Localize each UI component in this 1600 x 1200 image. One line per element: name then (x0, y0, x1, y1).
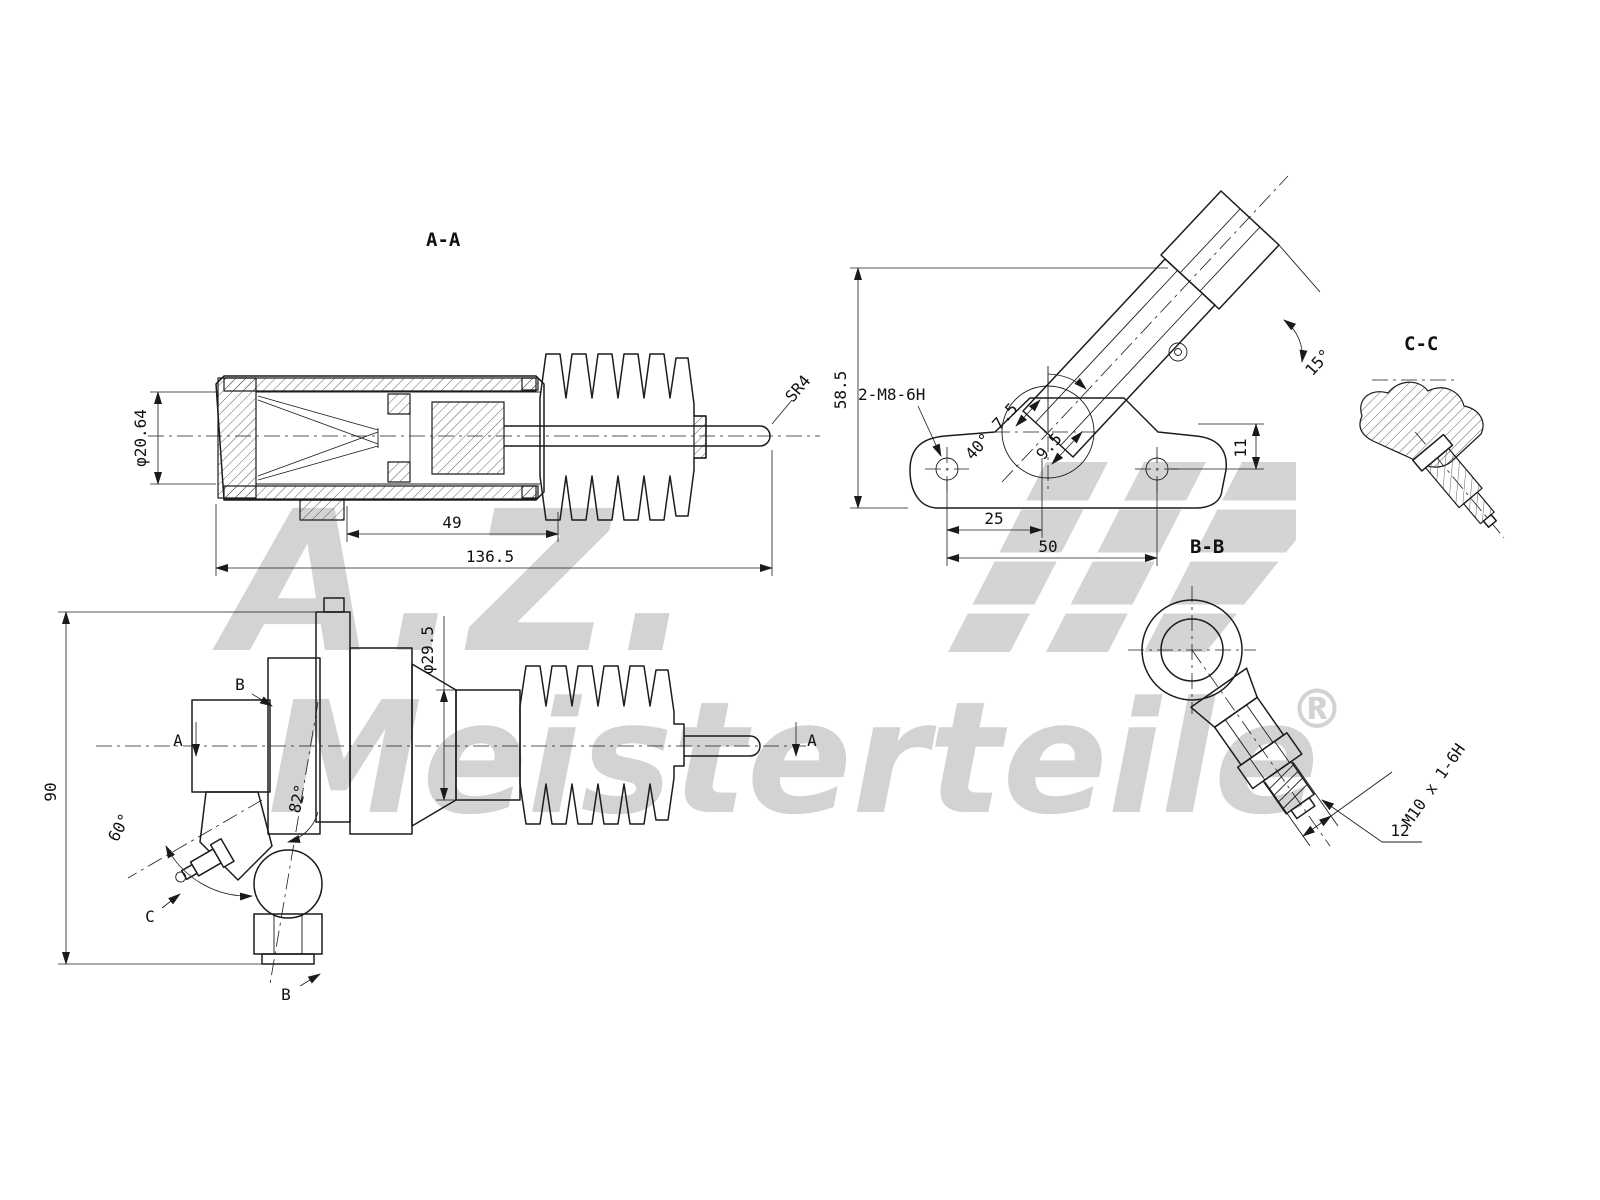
dim-12-label: 12 (1390, 821, 1409, 840)
dim-49: 49 (346, 506, 559, 542)
dim-90: 90 (41, 611, 316, 965)
dim-58-5-label: 58.5 (831, 371, 850, 410)
watermark: A.Z. Meisterteile ® (212, 462, 1344, 849)
dim-12: 12 (1321, 799, 1422, 843)
dim-15deg-label: 15° (1301, 345, 1334, 379)
dim-sr4-label: SR4 (781, 371, 814, 405)
dim-boot-diameter: φ29.5 (418, 616, 456, 801)
view-title-cc: C-C (1404, 333, 1438, 355)
dim-49-label: 49 (442, 513, 461, 532)
section-b-top-label: B (235, 675, 245, 694)
dim-port-thread-label: M10 x 1-6H (1398, 740, 1469, 830)
view-section-aa: A-A (131, 229, 820, 576)
section-marker-a: A A (173, 722, 817, 757)
dim-boot-diameter-label: φ29.5 (418, 626, 437, 674)
section-marker-c: C (145, 893, 181, 926)
watermark-registered-icon: ® (1290, 678, 1344, 741)
view-side: 90 φ29.5 A A B B C (41, 597, 817, 1004)
dim-11: 11 (1170, 423, 1264, 470)
bleed-screw (175, 837, 235, 883)
dim-9-5: 9.5 (1032, 429, 1083, 465)
dim-7-5: 7.5 (988, 399, 1041, 433)
dim-7-5-label: 7.5 (988, 399, 1021, 433)
dim-mount-thread-label: 2-M8-6H (858, 385, 925, 404)
section-marker-b: B B (235, 675, 321, 1004)
section-a-left-label: A (173, 731, 183, 750)
dim-mount-thread: 2-M8-6H (858, 385, 942, 457)
dim-sr4: SR4 (771, 371, 814, 425)
dim-bore-diameter-label: φ20.64 (131, 409, 150, 467)
dim-15deg: 15° (1278, 244, 1335, 379)
watermark-name: Meisterteile (268, 668, 1319, 849)
dim-25-label: 25 (984, 509, 1003, 528)
watermark-m-emblem (940, 462, 1300, 652)
section-c-label: C (145, 907, 155, 926)
view-section-cc: C-C (1359, 333, 1505, 539)
view-title-aa: A-A (426, 229, 461, 251)
section-a-right-label: A (807, 731, 817, 750)
dim-50: 50 (946, 481, 1158, 566)
watermark-brand: A.Z. (212, 469, 701, 696)
dim-60deg-label: 60° (104, 810, 134, 844)
dim-58-5: 58.5 (831, 267, 1168, 509)
bleeder-section (1412, 431, 1505, 539)
dim-136-5-label: 136.5 (466, 547, 514, 566)
dim-136-5: 136.5 (215, 450, 773, 576)
dim-50-label: 50 (1038, 537, 1057, 556)
dim-bore-diameter: φ20.64 (131, 391, 216, 485)
dim-90-label: 90 (41, 782, 60, 801)
view-title-bb: B-B (1190, 536, 1224, 558)
section-b-bottom-label: B (281, 985, 291, 1004)
bb-fitting-body (1190, 667, 1316, 820)
dim-11-label: 11 (1231, 438, 1250, 457)
spring-cone (257, 395, 379, 481)
dim-25: 25 (946, 458, 1043, 566)
dim-9-5-label: 9.5 (1032, 429, 1065, 463)
